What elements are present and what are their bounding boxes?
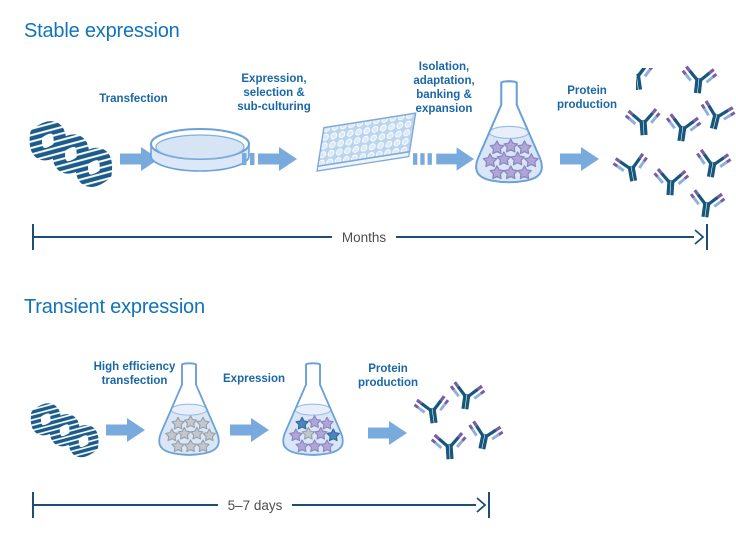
stable-section-title: Stable expression (24, 20, 180, 42)
dna-icon (25, 115, 120, 195)
timeline-end-tick (706, 224, 708, 250)
flask-icon-stable (466, 76, 552, 194)
timeline-end-tick (488, 492, 491, 518)
arrow-icon (106, 417, 146, 443)
petri-dish-icon (147, 124, 253, 180)
microplate-icon (288, 112, 418, 182)
stable-timeline-label: Months (331, 229, 397, 245)
transient-step-label-high-efficiency-transfection: High efficiency transfection (93, 361, 176, 388)
timeline-arrowhead-icon (476, 497, 487, 513)
arrow-icon (560, 146, 600, 172)
antibody-icon (698, 98, 736, 132)
arrow-icon (230, 417, 270, 443)
antibody-icon (430, 431, 468, 462)
antibody-icon (624, 107, 662, 138)
antibody-icon (413, 394, 451, 426)
timeline-line (292, 504, 477, 506)
flask-icon-transient-2 (274, 356, 352, 468)
transient-step-label-expression: Expression (223, 373, 285, 385)
transient-section-title: Transient expression (24, 296, 205, 318)
stable-step-label-transfection: Transfection (99, 93, 168, 105)
timeline-line (396, 236, 694, 238)
dna-icon (27, 398, 105, 464)
stable-step-label-expression-selection: Expression, selection & sub-culturing (237, 73, 311, 114)
antibody-icon (694, 147, 732, 180)
antibody-icon (448, 380, 486, 412)
timeline-line (34, 236, 332, 238)
timeline-arrowhead-icon (694, 229, 705, 245)
transient-step-label-protein-production: Protein production (357, 363, 419, 390)
stable-timeline: Months (32, 222, 708, 252)
timeline-start-tick (32, 224, 34, 250)
antibody-icon (466, 419, 504, 452)
antibody-icon (664, 112, 702, 144)
arrow-icon (368, 420, 408, 446)
antibody-icon (680, 64, 718, 96)
timeline-line (34, 504, 218, 506)
transient-timeline: 5–7 days (32, 490, 491, 520)
antibody-icon (688, 188, 726, 220)
transient-timeline-label: 5–7 days (217, 497, 293, 513)
flask-icon-transient-1 (150, 356, 228, 468)
stable-step-label-isolation: Isolation, adaptation, banking & expansi… (413, 61, 475, 116)
antibody-icon (652, 167, 690, 198)
stable-step-label-protein-production: Protein production (556, 85, 618, 112)
timeline-start-tick (32, 492, 34, 518)
antibody-icon (612, 151, 650, 184)
antibody-icon (636, 68, 658, 95)
